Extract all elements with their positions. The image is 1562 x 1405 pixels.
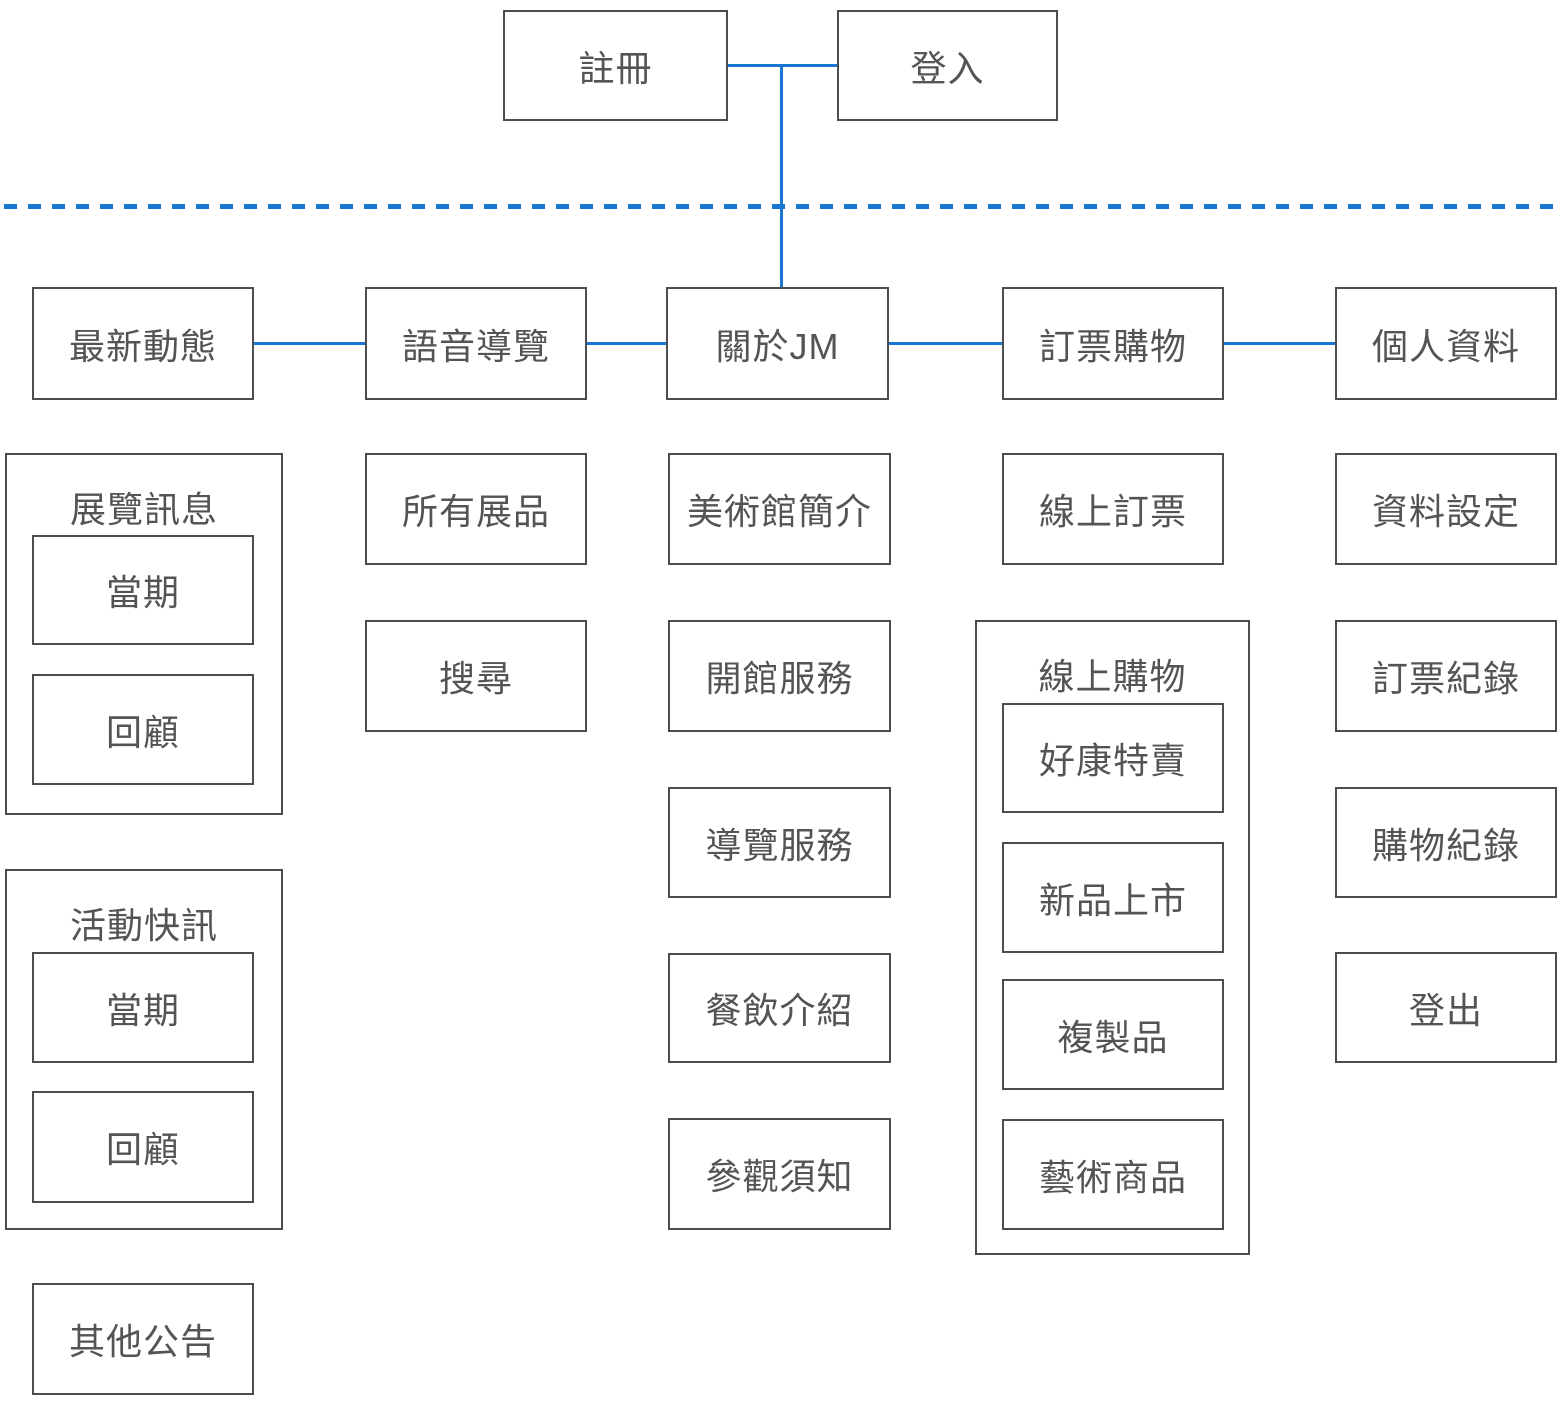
node-profile-settings: 資料設定	[1335, 453, 1557, 565]
node-event-review: 回顧	[32, 1091, 254, 1203]
node-other-announcements: 其他公告	[32, 1283, 254, 1395]
node-news: 最新動態	[32, 287, 254, 400]
group-online-shopping: 線上購物 好康特賣 新品上市 複製品 藝術商品	[975, 620, 1250, 1255]
node-register: 註冊	[503, 10, 728, 121]
node-shopping-records: 購物紀錄	[1335, 787, 1557, 898]
node-ticket-records: 訂票紀錄	[1335, 620, 1557, 732]
group-exhibition-info: 展覽訊息 當期 回顧	[5, 453, 283, 815]
group-online-shopping-label: 線上購物	[1038, 656, 1187, 697]
node-audio-guide: 語音導覽	[365, 287, 587, 400]
node-all-exhibits: 所有展品	[365, 453, 587, 565]
connector-audio-about	[587, 342, 668, 345]
node-replicas: 複製品	[1002, 979, 1224, 1090]
connector-auth-to-about	[780, 64, 783, 289]
group-event-news: 活動快訊 當期 回顧	[5, 869, 283, 1230]
node-event-current: 當期	[32, 952, 254, 1063]
login-boundary-dashed-line	[4, 204, 1558, 209]
node-ticketing-shopping: 訂票購物	[1002, 287, 1224, 400]
node-opening-services: 開館服務	[668, 620, 891, 732]
connector-ticketing-profile	[1224, 342, 1335, 345]
connector-about-ticketing	[889, 342, 1002, 345]
connector-news-audio	[254, 342, 365, 345]
node-about-jm: 關於JM	[666, 287, 889, 400]
node-exhibition-current: 當期	[32, 535, 254, 645]
node-search: 搜尋	[365, 620, 587, 732]
node-dining-info: 餐飲介紹	[668, 953, 891, 1063]
group-event-news-label: 活動快訊	[69, 905, 218, 946]
node-online-ticketing: 線上訂票	[1002, 453, 1224, 565]
group-exhibition-info-label: 展覽訊息	[69, 489, 218, 530]
node-visitor-notice: 參觀須知	[668, 1118, 891, 1230]
node-art-merchandise: 藝術商品	[1002, 1119, 1224, 1230]
node-profile: 個人資料	[1335, 287, 1557, 400]
node-logout: 登出	[1335, 952, 1557, 1063]
node-new-arrivals: 新品上市	[1002, 842, 1224, 953]
node-special-deals: 好康特賣	[1002, 703, 1224, 813]
node-login: 登入	[837, 10, 1058, 121]
node-museum-intro: 美術館簡介	[668, 453, 891, 565]
node-exhibition-review: 回顧	[32, 674, 254, 785]
node-guide-services: 導覽服務	[668, 787, 891, 898]
